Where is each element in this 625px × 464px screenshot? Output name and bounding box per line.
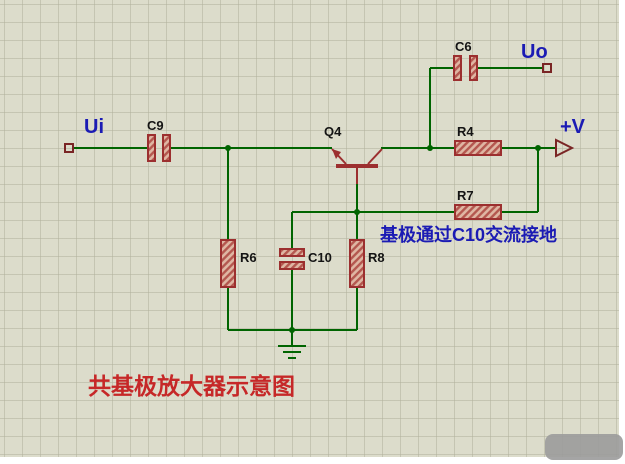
net-label-ui: Ui bbox=[84, 116, 104, 138]
ref-label-r6: R6 bbox=[240, 250, 257, 265]
net-label-uo: Uo bbox=[521, 41, 548, 63]
page-margin-right bbox=[619, 0, 625, 464]
capacitor-plate bbox=[469, 55, 478, 81]
capacitor-plate bbox=[453, 55, 462, 81]
junction-dot bbox=[225, 145, 231, 151]
resistor-r8 bbox=[349, 239, 365, 288]
capacitor-c6 bbox=[453, 55, 478, 81]
capacitor-plate bbox=[162, 134, 171, 162]
junction-dot bbox=[289, 327, 295, 333]
junction-dot bbox=[354, 209, 360, 215]
ref-label-c6: C6 bbox=[455, 39, 472, 54]
junction-dots bbox=[225, 145, 541, 333]
transistor-q4 bbox=[331, 148, 383, 184]
watermark bbox=[545, 434, 623, 460]
resistor-r4 bbox=[454, 140, 502, 156]
input-terminal-pin bbox=[64, 143, 74, 153]
resistor-r7 bbox=[454, 204, 502, 220]
net-label-vplus: +V bbox=[560, 116, 586, 138]
ground-symbol bbox=[278, 345, 306, 359]
capacitor-plate bbox=[279, 261, 305, 270]
capacitor-c10 bbox=[279, 248, 305, 270]
capacitor-c9 bbox=[147, 134, 171, 162]
junction-dot bbox=[535, 145, 541, 151]
page-margin-bottom bbox=[0, 457, 625, 464]
ref-label-r4: R4 bbox=[457, 124, 474, 139]
transistor-collector bbox=[367, 148, 383, 165]
ref-label-r8: R8 bbox=[368, 250, 385, 265]
junction-dot bbox=[427, 145, 433, 151]
capacitor-plate bbox=[279, 248, 305, 257]
resistor-r6 bbox=[220, 239, 236, 288]
caption-text: 共基极放大器示意图 bbox=[88, 373, 295, 399]
power-terminal-arrow bbox=[555, 138, 575, 158]
capacitor-plate bbox=[147, 134, 156, 162]
ref-label-q4: Q4 bbox=[324, 124, 342, 139]
ref-label-c10: C10 bbox=[308, 250, 332, 265]
output-terminal-pin bbox=[542, 63, 552, 73]
ref-label-r7: R7 bbox=[457, 188, 474, 203]
transistor-emitter-arrow bbox=[332, 149, 341, 159]
annotation-text: 基极通过C10交流接地 bbox=[379, 224, 557, 245]
ref-label-c9: C9 bbox=[147, 118, 164, 133]
